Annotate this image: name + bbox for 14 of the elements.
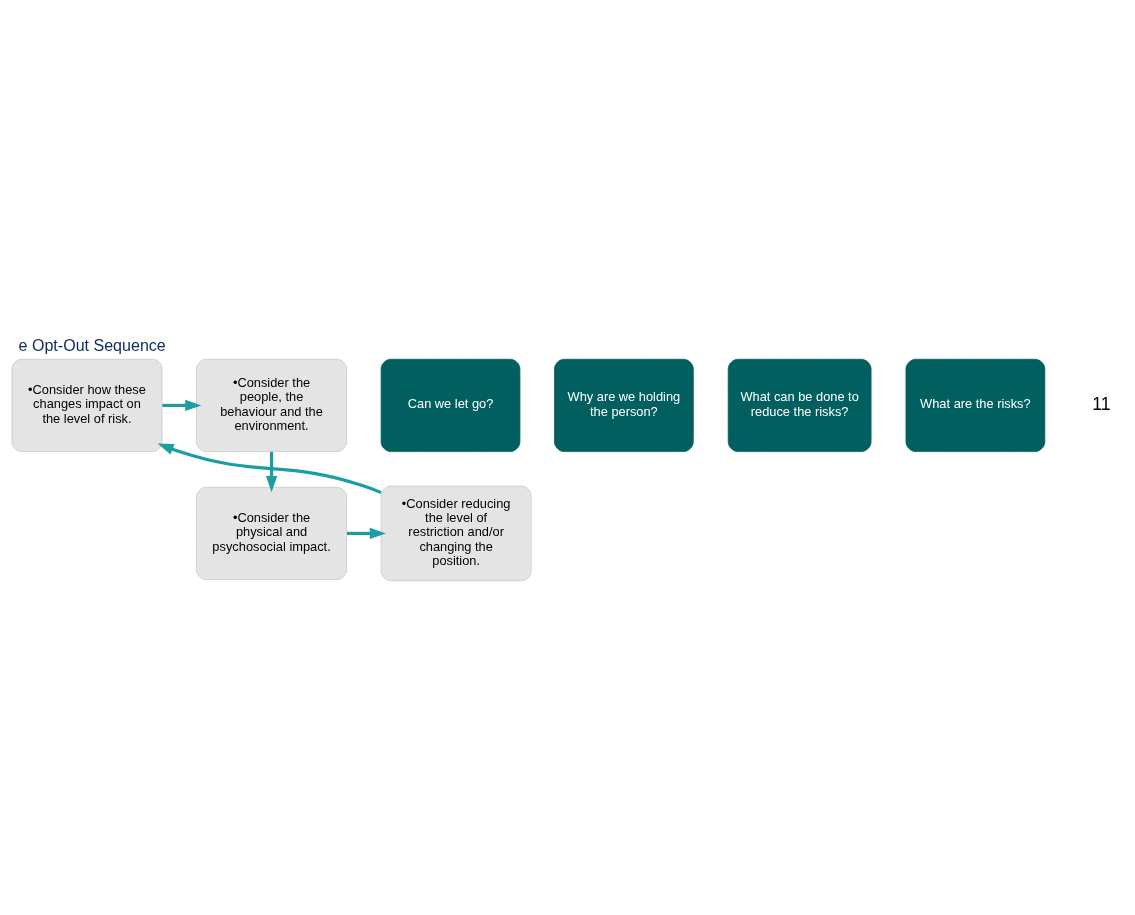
label: 11	[1092, 393, 1111, 414]
node-box: •Consider reducing the level of restriction and/or changing the position.	[380, 485, 532, 581]
node-box: What can be done to reduce the risks?	[727, 358, 872, 452]
node-box: •Consider how these changes impact on the level of risk.	[11, 358, 163, 452]
node-box: Can we let go?	[380, 358, 521, 452]
arrow	[162, 399, 202, 411]
node-box: •Consider the people, the behaviour and the environment.	[196, 358, 347, 452]
node-box: Why are we holding the person?	[554, 358, 694, 452]
node-box: What are the risks?	[905, 358, 1046, 452]
arrow	[346, 527, 386, 539]
arrow	[157, 442, 382, 494]
arrow	[265, 451, 278, 492]
node-box: •Consider the physical and psychosocial impact.	[196, 486, 347, 580]
diagram-title: e Opt-Out Sequence	[18, 335, 166, 354]
